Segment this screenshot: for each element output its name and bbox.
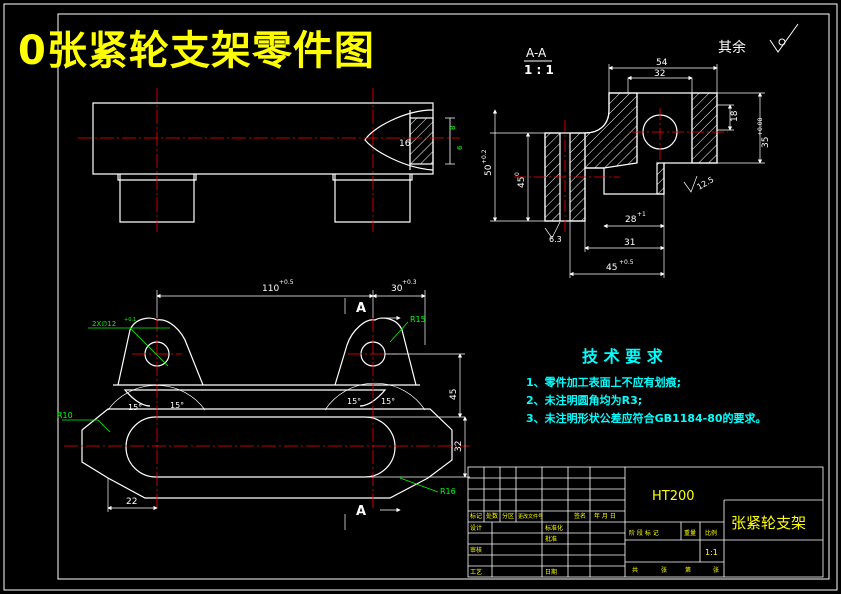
role-design: 设计 — [470, 524, 482, 532]
dim-hole-tol: +0.1 — [124, 317, 136, 323]
top-view-centerlines — [78, 88, 460, 232]
roughness-12-5: 12.5 — [696, 175, 716, 192]
scale-header: 比例 — [705, 529, 717, 537]
tech-req-item-2: 2、未注明圆角均为R3; — [526, 393, 642, 407]
section-view-dimensions — [490, 64, 765, 278]
role-approve: 批准 — [545, 535, 557, 543]
roughness-6-3: 6.3 — [549, 235, 562, 244]
tech-req-heading: 技 术 要 求 — [582, 347, 664, 366]
sheet-unit-2: 张 — [713, 566, 719, 574]
sheet-no: 第 — [685, 566, 691, 574]
section-view-centerlines — [514, 108, 728, 232]
dim-32-front: 32 — [454, 441, 464, 452]
top-view-dim-16: 16 — [399, 139, 411, 149]
front-view-centerlines — [64, 318, 470, 510]
rev-header-3: 分区 — [502, 512, 514, 520]
dim-r15: R15 — [410, 315, 426, 324]
role-process: 工艺 — [470, 568, 482, 576]
dim-35: 35 — [761, 137, 771, 148]
angle-15-a: 15° — [128, 403, 142, 412]
dim-50: 50 — [484, 164, 494, 176]
rev-header-1: 标记 — [470, 512, 482, 520]
rev-header-4: 更改文件号 — [518, 513, 543, 520]
title-block-part-name: 张紧轮支架 — [731, 514, 806, 532]
top-view-dim-6: 6 — [456, 145, 464, 150]
dim-30: 30 — [391, 284, 403, 294]
rev-header-6: 年 月 日 — [594, 512, 616, 520]
title-block-scale: 1:1 — [705, 548, 718, 557]
top-view — [92, 102, 455, 223]
dim-28-tol: +1 — [637, 211, 646, 218]
front-view-dimensions — [107, 290, 470, 530]
rev-header-2: 处数 — [486, 512, 498, 520]
title-block — [467, 466, 824, 578]
dim-30-tol: +0.3 — [402, 279, 417, 286]
angle-15-c: 15° — [347, 397, 361, 406]
dim-r10: R10 — [57, 411, 73, 420]
dim-45-tol: 0 — [514, 172, 521, 176]
title-block-material: HT200 — [652, 489, 695, 504]
dim-35-tol: +0.08 — [757, 117, 764, 136]
section-scale: 1 : 1 — [524, 63, 554, 77]
top-view-dim-8: 8 — [449, 126, 457, 130]
dim-18: 18 — [730, 110, 740, 122]
dim-110: 110 — [262, 284, 279, 294]
dim-110-tol: +0.5 — [279, 279, 294, 286]
section-label: A-A — [526, 46, 547, 60]
dim-22: 22 — [126, 497, 137, 507]
weight-header: 重量 — [684, 529, 696, 537]
tech-req-item-3: 3、未注明形状公差应符合GB1184-80的要求。 — [526, 411, 767, 425]
role-standard: 标准化 — [545, 524, 563, 532]
dim-45b-tol: +0.5 — [619, 259, 634, 266]
angle-15-b: 15° — [170, 401, 184, 410]
page-title: 0张紧轮支架零件图 — [18, 28, 375, 74]
front-view-callouts — [62, 321, 439, 493]
dim-28: 28 — [625, 215, 637, 225]
dim-31: 31 — [624, 238, 635, 248]
role-date: 日期 — [545, 568, 557, 576]
rev-header-5: 签名 — [574, 512, 586, 520]
tech-req-item-1: 1、零件加工表面上不应有划痕; — [526, 375, 681, 389]
roughness-other-label: 其余 — [718, 39, 746, 56]
stage-header: 阶 段 标 记 — [629, 529, 659, 537]
dim-r16: R16 — [440, 487, 456, 496]
role-check: 审核 — [470, 546, 482, 554]
sheet-unit-1: 张 — [661, 566, 667, 574]
angle-15-d: 15° — [381, 397, 395, 406]
section-view — [544, 92, 718, 222]
section-mark-a-top: A — [356, 301, 366, 316]
drawing-frame — [3, 3, 838, 591]
dim-50-tol: +0.2 — [481, 149, 488, 164]
dim-54: 54 — [656, 58, 668, 68]
dim-45-front: 45 — [449, 389, 459, 400]
dim-45b: 45 — [606, 263, 617, 273]
dim-hole: 2X∅12 — [92, 320, 116, 328]
dim-45: 45 — [517, 177, 527, 188]
section-mark-a-bottom: A — [356, 504, 366, 519]
sheet-total: 共 — [632, 566, 638, 574]
dim-32: 32 — [654, 69, 665, 79]
roughness-symbol-icon — [769, 23, 799, 53]
